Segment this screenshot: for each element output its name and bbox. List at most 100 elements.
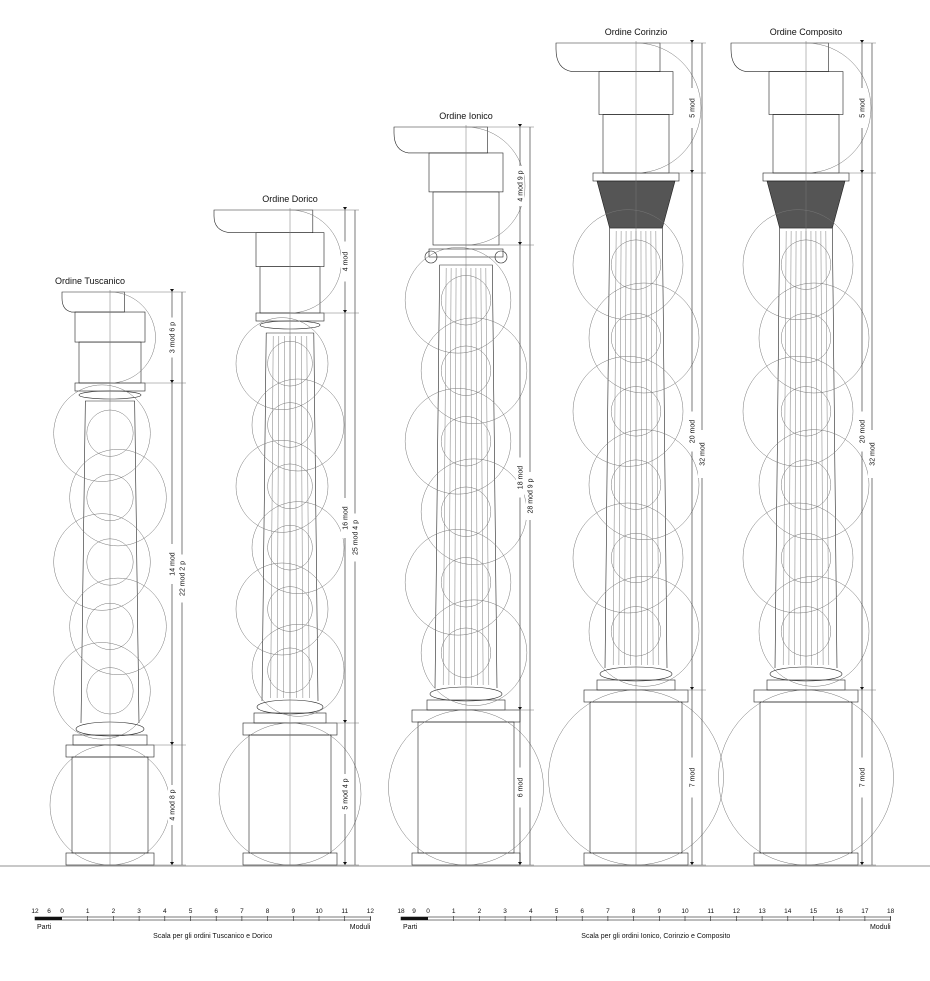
construction-circle (742, 356, 854, 467)
label-bg (526, 472, 534, 520)
arrow-icon (518, 707, 522, 710)
arrow-icon (343, 720, 347, 723)
shaft-flute (788, 230, 792, 666)
construction-circle (86, 538, 134, 586)
volute-right (494, 250, 508, 264)
shaft-flute (640, 230, 642, 666)
module-tick-label: 6 (214, 908, 218, 915)
construction-circle (235, 317, 329, 410)
label-bg (351, 513, 359, 562)
shaft-flute (618, 230, 622, 666)
construction-circle (267, 647, 313, 693)
construction-circle (388, 709, 544, 866)
shaft-flute (448, 267, 452, 686)
construction-circle (53, 642, 151, 740)
construction-circle (758, 429, 870, 540)
arrow-icon (690, 170, 694, 173)
construction-circle (420, 599, 528, 706)
modules-label: Moduli (350, 924, 371, 931)
order-title: Ordine Ionico (439, 111, 493, 121)
construction-circle (758, 282, 870, 394)
label-bg (698, 430, 706, 478)
shaft-flute (301, 335, 304, 699)
order-title: Ordine Composito (770, 27, 843, 37)
shaft-flute (443, 267, 447, 686)
shaft-flute (295, 335, 297, 699)
module-tick-label: 5 (189, 908, 193, 915)
dimension-label: 7 mod (860, 768, 867, 788)
module-tick-label: 8 (266, 908, 270, 915)
module-tick-label: 9 (291, 908, 295, 915)
dimension-label: 3 mod 6 p (170, 322, 177, 353)
arrow-icon (860, 40, 864, 43)
construction-circle (251, 501, 345, 594)
construction-circle (610, 459, 662, 510)
construction-circle (572, 502, 684, 614)
construction-circle (572, 356, 684, 467)
dimension-total-label: 32 mod (700, 442, 707, 465)
label-bg (516, 767, 524, 808)
cornice (61, 291, 125, 313)
dimension-label: 6 mod (518, 778, 525, 798)
shaft-flute (810, 230, 812, 666)
cornice (213, 209, 314, 233)
shaft-flute (820, 230, 824, 666)
module-tick-label: 17 (861, 908, 869, 915)
dimension-label: 7 mod (690, 768, 697, 788)
shaft-flute (475, 267, 478, 686)
shaft-flute (794, 230, 797, 666)
arrow-icon (170, 289, 174, 292)
shaft-flute (485, 267, 489, 686)
dimension-label: 5 mod (860, 98, 867, 118)
label-bg (168, 785, 176, 825)
construction-circle (404, 529, 512, 636)
construction-circle (440, 275, 492, 326)
arrow-icon (860, 170, 864, 173)
construction-circle (610, 606, 662, 657)
dimension-label: 4 mod 8 p (170, 789, 177, 820)
parts-tick-label: 9 (412, 908, 416, 915)
shaft-flute (800, 230, 802, 666)
dimension-label: 16 mod (343, 506, 350, 529)
shaft-flute (630, 230, 632, 666)
modules-label: Moduli (870, 924, 891, 931)
module-tick-label: 4 (529, 908, 533, 915)
construction-arc (289, 209, 342, 314)
parts-tick-label: 0 (60, 908, 64, 915)
shaft-flute (276, 335, 279, 699)
dimension-total-label: 32 mod (870, 442, 877, 465)
label-bg (688, 757, 696, 798)
construction-arc (109, 291, 156, 384)
construction-circle (780, 459, 832, 510)
shaft-flute (645, 230, 648, 666)
label-bg (688, 411, 696, 452)
module-tick-label: 15 (810, 908, 818, 915)
order-title: Ordine Corinzio (605, 27, 668, 37)
arrow-icon (170, 380, 174, 383)
construction-circle (588, 576, 700, 687)
construction-circle (718, 689, 894, 866)
parts-tick-label: 6 (47, 908, 51, 915)
arrow-icon (860, 687, 864, 690)
dimension-total-label: 22 mod 2 p (180, 561, 187, 596)
construction-circle (440, 416, 492, 467)
construction-circle (420, 317, 528, 424)
label-bg (168, 317, 176, 358)
construction-circle (440, 486, 492, 537)
dimension-total-label: 28 mod 9 p (528, 478, 535, 513)
construction-circle (86, 409, 134, 457)
shaft-flute (624, 230, 627, 666)
construction-circle (440, 627, 492, 678)
volute-left (424, 250, 438, 264)
arrow-icon (690, 687, 694, 690)
dimension-label: 5 mod 4 p (343, 778, 350, 809)
arrow-icon (343, 207, 347, 210)
module-tick-label: 3 (503, 908, 507, 915)
construction-circle (610, 312, 662, 364)
construction-circle (572, 209, 684, 320)
construction-circle (440, 345, 492, 396)
